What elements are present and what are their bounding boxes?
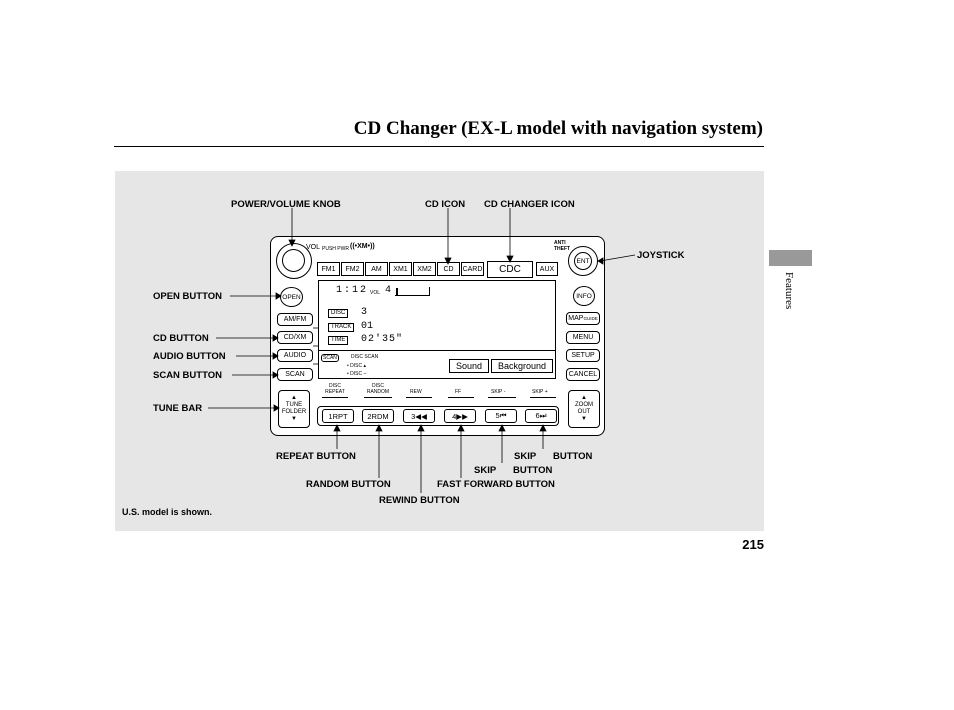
label-joystick: JOYSTICK xyxy=(637,250,685,261)
fn-label-disc-repeat: DISC REPEAT xyxy=(325,383,345,395)
track-label: TRACK xyxy=(328,323,355,332)
label-skip-left-2: BUTTON xyxy=(513,465,553,476)
zoom-label: ZOOM xyxy=(575,402,593,408)
label-skip-left-1: SKIP xyxy=(474,465,497,476)
map-label: MAP xyxy=(568,315,584,322)
label-scan-button: SCAN BUTTON xyxy=(153,370,222,381)
info-button[interactable]: INFO xyxy=(573,286,595,306)
fn-underline-2 xyxy=(364,397,392,398)
amfm-button[interactable]: AM/FM xyxy=(277,313,313,326)
out-label: OUT xyxy=(577,409,591,415)
tab-cd[interactable]: CD xyxy=(437,262,460,276)
page-title: CD Changer (EX-L model with navigation s… xyxy=(353,118,763,139)
tab-fm1[interactable]: FM1 xyxy=(317,262,340,276)
display-screen: 1:12 VOL 4 DISC 3 TRACK 01 TIME 02'35" S… xyxy=(318,280,556,379)
preset-6-skip-forward[interactable]: 6⏭ xyxy=(525,409,557,423)
label-repeat-button: REPEAT BUTTON xyxy=(276,451,356,462)
power-volume-knob[interactable] xyxy=(276,243,312,279)
joystick-ent-button[interactable]: ENT xyxy=(574,252,592,270)
tune-down-icon: ▼ xyxy=(291,416,297,422)
setup-button[interactable]: SETUP xyxy=(566,349,600,362)
menu-button[interactable]: MENU xyxy=(566,331,600,344)
zoom-out-button[interactable]: ▲ ZOOM OUT ▼ xyxy=(568,390,600,428)
title-rule xyxy=(114,146,764,147)
fn-underline-5 xyxy=(488,397,516,398)
label-cd-changer-icon: CD CHANGER ICON xyxy=(484,199,575,210)
fn-underline-4 xyxy=(448,397,474,398)
label-audio-button: AUDIO BUTTON xyxy=(153,351,226,362)
side-tab-label: Features xyxy=(783,272,795,310)
label-fast-forward-button: FAST FORWARD BUTTON xyxy=(437,479,555,490)
label-skip-right-2: BUTTON xyxy=(553,451,593,462)
fn-underline-3 xyxy=(406,397,432,398)
preset-2-random[interactable]: 2RDM xyxy=(362,409,394,423)
cancel-button[interactable]: CANCEL xyxy=(566,368,600,381)
label-skip-right-1: SKIP xyxy=(514,451,537,462)
map-guide-button[interactable]: MAP GUIDE xyxy=(566,312,600,325)
label-open-button: OPEN BUTTON xyxy=(153,291,222,302)
fn-label-rew: REW xyxy=(410,389,422,395)
anti-theft-label: ANTI THEFT xyxy=(554,240,571,252)
tune-label: TUNE xyxy=(285,402,303,408)
label-cd-button: CD BUTTON xyxy=(153,333,209,344)
fn-label-skip-minus: SKIP - xyxy=(491,389,506,395)
volume-bar-fill xyxy=(396,288,398,295)
screen-vol-value: 4 xyxy=(385,285,392,296)
tab-cdc[interactable]: CDC xyxy=(487,261,533,278)
label-random-button: RANDOM BUTTON xyxy=(306,479,391,490)
joystick[interactable]: ENT xyxy=(568,246,598,276)
zoom-out-icon: ▼ xyxy=(581,416,587,422)
screen-divider xyxy=(319,350,555,351)
fn-label-ff: FF xyxy=(455,389,462,395)
tab-xm1[interactable]: XM1 xyxy=(389,262,412,276)
sound-softkey[interactable]: Sound xyxy=(449,359,489,373)
label-rewind-button: REWIND BUTTON xyxy=(379,495,460,506)
preset-5-skip-back[interactable]: 5⏮ xyxy=(485,409,517,423)
tune-bar[interactable]: ▲ TUNE FOLDER ▼ xyxy=(278,390,310,428)
preset-3-rewind[interactable]: 3◀◀ xyxy=(403,409,435,423)
vol-label: VOL xyxy=(306,244,321,251)
side-tab-marker xyxy=(769,250,812,266)
fn-label-skip-plus: SKIP + xyxy=(532,389,548,395)
preset-4-fast-forward[interactable]: 4▶▶ xyxy=(444,409,476,423)
tab-am[interactable]: AM xyxy=(365,262,388,276)
cdxm-button[interactable]: CD/XM xyxy=(277,331,313,344)
track-value: 01 xyxy=(361,321,374,332)
clock: 1:12 xyxy=(336,285,369,296)
tab-card[interactable]: CARD xyxy=(461,262,484,276)
fn-underline-1 xyxy=(322,397,348,398)
tab-fm2[interactable]: FM2 xyxy=(341,262,364,276)
xm-logo: ((•XM•)) xyxy=(350,243,375,250)
volume-bar xyxy=(395,287,430,296)
screen-vol-label: VOL xyxy=(370,290,381,296)
fn-underline-6 xyxy=(530,397,556,398)
tab-aux[interactable]: AUX xyxy=(536,262,558,276)
preset-1-repeat[interactable]: 1RPT xyxy=(322,409,354,423)
tune-up-icon: ▲ xyxy=(291,395,297,401)
folder-label: FOLDER xyxy=(281,409,307,415)
open-button[interactable]: OPEN xyxy=(280,287,303,307)
label-tune-bar: TUNE BAR xyxy=(153,403,203,414)
time-label: TIME xyxy=(328,336,349,345)
disc-label: DISC xyxy=(328,309,349,318)
model-note: U.S. model is shown. xyxy=(122,507,213,517)
disc-value: 3 xyxy=(361,307,368,318)
disc-scan-label: DISC SCAN xyxy=(351,354,379,360)
zoom-in-icon: ▲ xyxy=(581,395,587,401)
label-power-volume-knob: POWER/VOLUME KNOB xyxy=(231,199,341,210)
audio-button[interactable]: AUDIO xyxy=(277,349,313,362)
time-value: 02'35" xyxy=(361,334,404,345)
disc-down-label: • DISC – xyxy=(347,371,367,377)
fn-label-disc-random: DISC RANDOM xyxy=(366,383,390,395)
background-softkey[interactable]: Background xyxy=(491,359,553,373)
tab-xm2[interactable]: XM2 xyxy=(413,262,436,276)
disc-up-label: • DISC ▴ xyxy=(347,363,366,369)
push-pwr-label: PUSH PWR xyxy=(322,246,349,252)
page-number: 215 xyxy=(742,537,764,552)
scan-indicator: SCAN xyxy=(321,354,339,362)
label-cd-icon: CD ICON xyxy=(425,199,466,210)
scan-button[interactable]: SCAN xyxy=(277,368,313,381)
guide-label: GUIDE xyxy=(583,316,598,321)
